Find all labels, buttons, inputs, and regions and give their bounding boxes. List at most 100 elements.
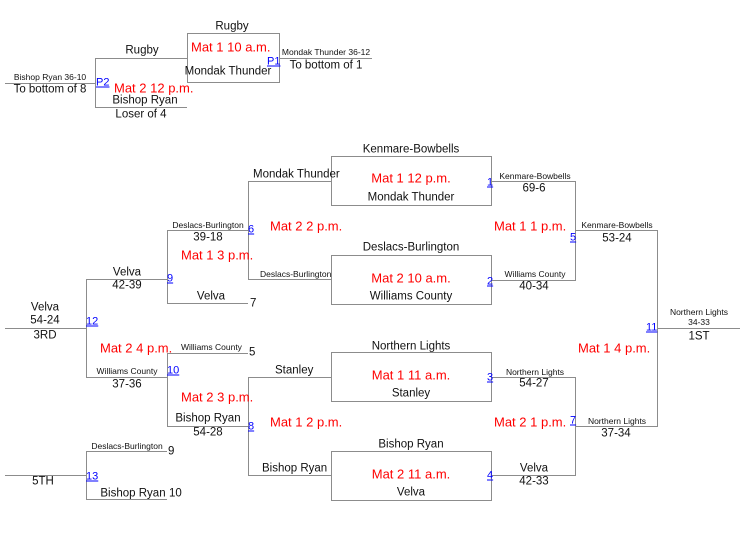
bracket-line	[490, 352, 492, 402]
m3-top-team: Northern Lights	[371, 340, 451, 353]
p1-top-team: Rugby	[215, 20, 249, 33]
p2-note: To bottom of 8	[13, 83, 87, 96]
bracket-line	[330, 255, 332, 305]
m4-winner: Velva	[519, 462, 549, 475]
m7-time: Mat 2 1 p.m.	[494, 414, 567, 430]
bracket-line	[86, 376, 167, 378]
bracket-line	[575, 425, 657, 427]
m3-time: Mat 1 11 a.m.	[371, 367, 451, 383]
m1-top-team: Kenmare-Bowbells	[362, 143, 460, 156]
match-link-6[interactable]: 6	[248, 223, 255, 236]
m9-score: 42-39	[112, 279, 142, 292]
bracket-line	[85, 451, 87, 500]
m6-top-team: Mondak Thunder	[253, 168, 340, 181]
match-link-5[interactable]: 5	[570, 231, 577, 244]
m10-time: Mat 2 3 p.m.	[181, 389, 254, 405]
bracket-line	[574, 377, 576, 476]
p1-bottom-team: Mondak Thunder	[184, 65, 272, 78]
m2-winner: Williams County	[504, 268, 566, 279]
bracket-line	[331, 400, 491, 402]
match-link-p2[interactable]: P2	[96, 76, 110, 89]
match-link-4[interactable]: 4	[487, 469, 494, 482]
match-link-8[interactable]: 8	[248, 420, 255, 433]
m8-score: 54-28	[193, 426, 223, 439]
match-link-12[interactable]: 12	[86, 315, 99, 328]
match-link-7[interactable]: 7	[570, 414, 577, 427]
match-link-p1[interactable]: P1	[267, 55, 281, 68]
bracket-line	[331, 155, 491, 157]
m3-score: 54-27	[519, 377, 549, 390]
bracket-line	[85, 279, 87, 378]
p2-time: Mat 2 12 p.m.	[114, 80, 194, 96]
bracket-line	[656, 230, 658, 427]
m4-top-team: Bishop Ryan	[378, 438, 444, 451]
m1-score: 69-6	[522, 182, 546, 195]
m7-winner: Northern Lights	[587, 415, 647, 426]
match-link-1[interactable]: 1	[487, 176, 494, 189]
m13-bottom-ref: 10	[169, 487, 182, 500]
bracket-line	[331, 303, 491, 305]
bracket-line	[248, 180, 331, 182]
m3-bottom-team: Stanley	[391, 387, 431, 400]
bracket-line	[575, 229, 657, 231]
final-score: 34-33	[688, 316, 710, 327]
match-link-3[interactable]: 3	[487, 371, 494, 384]
match-link-2[interactable]: 2	[487, 275, 494, 288]
m4-time: Mat 2 11 a.m.	[371, 466, 451, 482]
bracket-line	[574, 181, 576, 281]
match-link-13[interactable]: 13	[86, 470, 99, 483]
final-time: Mat 1 4 p.m.	[578, 340, 651, 356]
bracket-line	[331, 204, 491, 206]
m9-bottom-ref: 7	[250, 297, 257, 310]
m6-time: Mat 2 2 p.m.	[270, 218, 343, 234]
bracket-line	[331, 254, 491, 256]
m2-top-team: Deslacs-Burlington	[362, 241, 460, 254]
m10-winner: Williams County	[96, 365, 158, 376]
final-place: 1ST	[688, 330, 710, 343]
m6-winner: Deslacs-Burlington	[172, 219, 244, 230]
bracket-line	[248, 474, 331, 476]
bracket-line	[94, 58, 96, 108]
bracket-line	[167, 352, 248, 354]
m4-score: 42-33	[519, 475, 549, 488]
m8-winner: Bishop Ryan	[175, 412, 241, 425]
m5-time: Mat 1 1 p.m.	[494, 218, 567, 234]
m2-time: Mat 2 10 a.m.	[371, 270, 451, 286]
m1-bottom-team: Mondak Thunder	[367, 191, 455, 204]
match-link-9[interactable]: 9	[167, 272, 174, 285]
m9-time: Mat 1 3 p.m.	[181, 247, 254, 263]
m2-score: 40-34	[519, 280, 549, 293]
p2-result: Bishop Ryan 36-10	[13, 71, 87, 82]
bracket-line	[86, 450, 167, 452]
p2-below: Loser of 4	[115, 108, 167, 121]
m2-bottom-team: Williams County	[369, 290, 453, 303]
m6-score: 39-18	[193, 231, 223, 244]
bracket-line	[491, 376, 575, 378]
bracket-line	[248, 376, 331, 378]
bracket-line	[247, 377, 249, 476]
bracket-line	[331, 499, 491, 501]
m10-top-ref: 5	[249, 346, 256, 359]
p2-bottom-team: Bishop Ryan	[112, 94, 178, 107]
p1-note: To bottom of 1	[289, 59, 363, 72]
m12-place: 3RD	[33, 329, 57, 342]
match-link-10[interactable]: 10	[167, 364, 180, 377]
bracket-line	[330, 352, 332, 402]
match-link-11[interactable]: 11	[646, 321, 658, 334]
bracket-line	[278, 33, 280, 83]
bracket-line	[247, 181, 249, 280]
bracket-line	[166, 230, 168, 304]
bracket-line	[166, 353, 168, 427]
m6-bottom-team: Deslacs-Burlington	[260, 268, 332, 279]
p2-top-team: Rugby	[125, 44, 159, 57]
bracket-line	[279, 57, 372, 59]
m1-time: Mat 1 12 p.m.	[371, 170, 451, 186]
m13-top-team: Deslacs-Burlington	[91, 440, 163, 451]
m5-winner: Kenmare-Bowbells	[581, 219, 653, 230]
m12-time: Mat 2 4 p.m.	[100, 340, 173, 356]
bracket-line	[490, 255, 492, 305]
m10-score: 37-36	[112, 378, 142, 391]
bracket-line	[331, 351, 491, 353]
m13-top-ref: 9	[168, 445, 175, 458]
m9-winner: Velva	[112, 266, 142, 279]
